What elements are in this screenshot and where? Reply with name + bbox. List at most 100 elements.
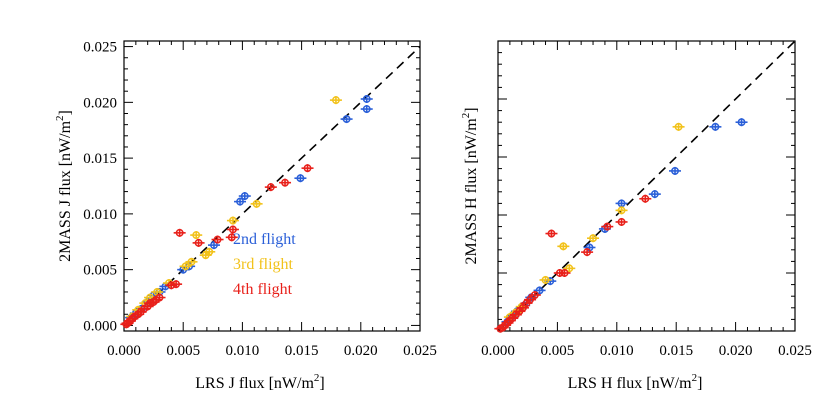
data-point bbox=[120, 320, 133, 329]
data-point bbox=[553, 269, 566, 277]
point-marker bbox=[194, 238, 203, 247]
x-tick-label: 0.020 bbox=[719, 343, 753, 359]
point-marker bbox=[603, 222, 612, 231]
data-point bbox=[192, 238, 205, 247]
data-point bbox=[165, 281, 178, 290]
point-marker bbox=[737, 118, 746, 127]
point-marker bbox=[122, 320, 131, 329]
point-marker bbox=[555, 269, 564, 277]
point-marker bbox=[181, 262, 190, 271]
point-marker bbox=[303, 164, 312, 173]
data-point bbox=[669, 166, 682, 175]
y-axis-label: 2MASS H flux [nW/m2] bbox=[460, 107, 480, 264]
legend-entry: 4th flight bbox=[233, 281, 293, 298]
data-point bbox=[672, 122, 685, 131]
x-tick-label: 0.010 bbox=[600, 343, 634, 359]
x-tick-label: 0.015 bbox=[659, 343, 693, 359]
data-point bbox=[301, 164, 314, 173]
y-axis-label: 2MASS J flux [nW/m2] bbox=[54, 110, 74, 262]
data-point bbox=[329, 96, 342, 105]
data-point bbox=[735, 118, 748, 127]
point-marker bbox=[236, 197, 244, 206]
point-marker bbox=[617, 218, 626, 226]
data-point bbox=[294, 174, 307, 183]
data-point bbox=[225, 233, 238, 242]
point-marker bbox=[331, 96, 340, 105]
data-point bbox=[340, 115, 353, 124]
one-to-one-line bbox=[497, 40, 796, 332]
point-marker bbox=[201, 251, 210, 260]
x-tick-label: 0.005 bbox=[166, 343, 200, 359]
point-marker bbox=[213, 235, 222, 244]
data-point bbox=[179, 262, 192, 271]
data-point bbox=[648, 190, 661, 199]
point-marker bbox=[547, 229, 556, 238]
one-to-one-line bbox=[123, 45, 421, 327]
x-tick-label: 0.020 bbox=[344, 343, 378, 359]
data-point bbox=[173, 228, 186, 237]
point-marker bbox=[228, 225, 237, 234]
data-point bbox=[494, 324, 507, 333]
data-point bbox=[581, 248, 594, 257]
data-point bbox=[557, 242, 570, 251]
point-marker bbox=[210, 241, 218, 250]
point-marker bbox=[240, 192, 249, 200]
data-point bbox=[279, 178, 292, 187]
series-3rd-flight bbox=[503, 122, 685, 322]
point-marker bbox=[342, 115, 351, 124]
data-point bbox=[615, 217, 628, 226]
data-point bbox=[587, 234, 600, 243]
data-point bbox=[360, 95, 373, 103]
point-marker bbox=[252, 199, 261, 208]
data-point bbox=[639, 194, 652, 203]
data-point bbox=[360, 105, 373, 114]
x-tick-label: 0.015 bbox=[285, 343, 319, 359]
series-4th-flight bbox=[494, 194, 652, 333]
legend: 2nd flight 3rd flight 4th flight bbox=[233, 231, 296, 298]
legend-entry: 3rd flight bbox=[233, 256, 294, 273]
legend-entry: 2nd flight bbox=[233, 231, 296, 248]
point-marker bbox=[674, 122, 683, 131]
y-tick-label: 0.015 bbox=[83, 151, 117, 167]
point-marker bbox=[172, 280, 181, 289]
data-point bbox=[533, 286, 546, 295]
point-marker bbox=[650, 190, 659, 199]
data-point bbox=[709, 122, 722, 131]
point-marker bbox=[535, 286, 544, 295]
point-marker bbox=[266, 183, 275, 192]
point-marker bbox=[175, 228, 184, 237]
x-tick-label: 0.005 bbox=[541, 343, 575, 359]
plot-frame bbox=[497, 40, 796, 332]
x-tick-label: 0.025 bbox=[403, 343, 437, 359]
x-axis-label: LRS H flux [nW/m2] bbox=[568, 372, 703, 392]
data-point bbox=[199, 251, 212, 260]
point-marker bbox=[589, 234, 597, 243]
point-marker bbox=[671, 166, 679, 175]
data-point bbox=[601, 222, 614, 231]
plot-frame bbox=[123, 40, 421, 332]
data-point bbox=[264, 183, 277, 192]
point-marker bbox=[281, 178, 289, 187]
data-point bbox=[528, 291, 541, 300]
data-point bbox=[234, 197, 247, 206]
data-point bbox=[545, 229, 558, 238]
point-marker bbox=[362, 95, 371, 103]
data-point bbox=[190, 231, 203, 240]
y-tick-label: 0.005 bbox=[83, 263, 117, 279]
point-marker bbox=[617, 206, 626, 215]
data-point bbox=[250, 199, 263, 208]
point-marker bbox=[641, 194, 650, 203]
data-point bbox=[563, 264, 576, 273]
y-tick-label: 0.025 bbox=[83, 40, 117, 56]
data-point bbox=[226, 225, 239, 234]
x-tick-label: 0.010 bbox=[226, 343, 260, 359]
point-marker bbox=[123, 319, 132, 328]
y-tick-label: 0.020 bbox=[83, 95, 117, 111]
y-tick-label: 0.000 bbox=[83, 318, 117, 334]
point-marker bbox=[192, 231, 201, 240]
data-point bbox=[226, 216, 239, 225]
data-point bbox=[615, 199, 628, 208]
